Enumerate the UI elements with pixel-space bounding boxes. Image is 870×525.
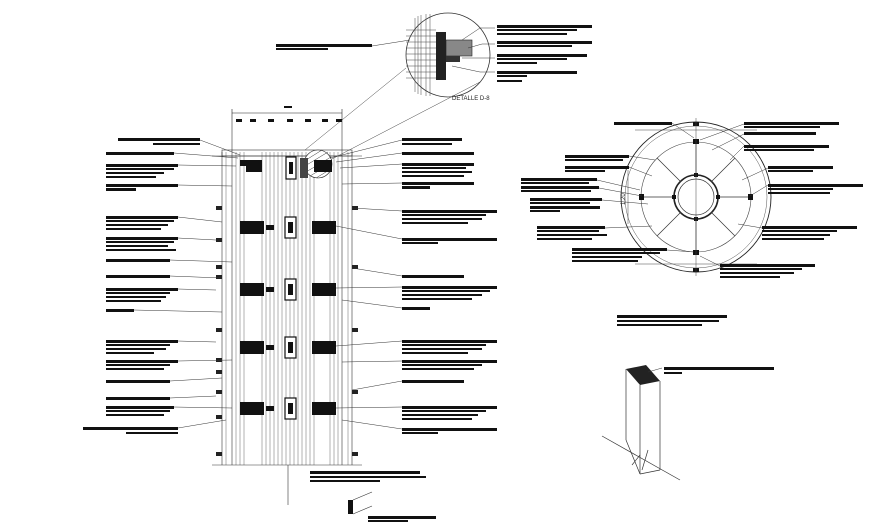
detail-caption: DETALLE D-8 (452, 96, 490, 102)
top-ticks (236, 119, 342, 122)
circular-section: 1.20 (521, 118, 863, 326)
detail-note-bars (276, 25, 592, 82)
bracket-row-4 (240, 336, 336, 359)
detail-leaders (371, 27, 495, 73)
top-dimension (231, 109, 343, 120)
column-elevation (212, 106, 362, 505)
left-note-bars (83, 138, 200, 434)
bracket-row-3 (240, 278, 336, 301)
detail-bracket (436, 32, 446, 80)
isometric-panel (601, 365, 774, 481)
panel-note-bars (664, 367, 774, 374)
bracket-row-2 (240, 216, 336, 239)
right-leader-lines (329, 139, 403, 430)
section-caption-bars (617, 315, 727, 326)
detail-d8: DETALLE D-8 (276, 12, 592, 161)
bracket-row-1 (240, 156, 332, 180)
section-axis-lines (627, 118, 757, 276)
detail-callout-lines (304, 67, 481, 161)
left-annotations (83, 138, 241, 434)
column-base (212, 464, 362, 505)
detail-plate (446, 56, 460, 62)
base-note-bars (310, 471, 426, 482)
right-note-bars (402, 138, 497, 434)
section-note-bars (521, 122, 863, 278)
column-right-annotations (310, 138, 497, 522)
left-leader-lines (133, 139, 241, 429)
detail-section-lines (406, 14, 436, 96)
column-frame (221, 120, 353, 465)
bracket-row-5 (240, 397, 336, 420)
section-leader-lines (596, 122, 769, 267)
top-dimension-text (284, 106, 292, 108)
panel-edges (601, 369, 681, 481)
column-top-band (221, 149, 353, 157)
small-section-sketch (348, 491, 436, 522)
section-dimension: 1.20 (621, 193, 627, 205)
panel-top (626, 365, 660, 385)
left-side-clips (216, 206, 358, 456)
